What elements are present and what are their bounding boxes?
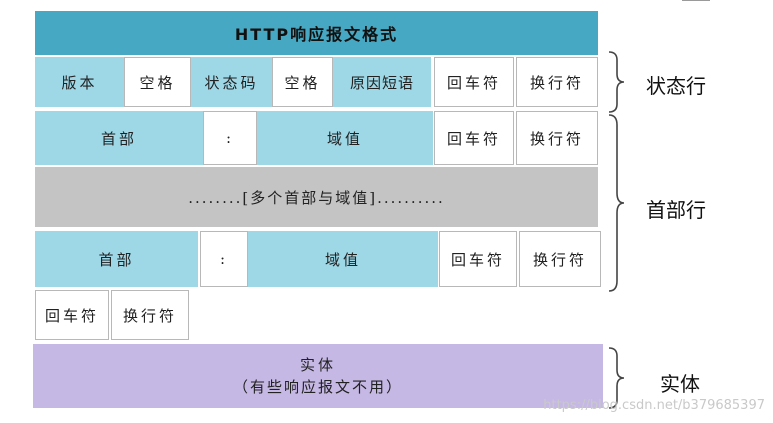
header-row-2-name: 首部 [35, 231, 198, 287]
entity-body: 实体 （有些响应报文不用） [33, 344, 603, 408]
header-row-1-value: 域值 [257, 111, 433, 165]
header-row-1-lf: 换行符 [516, 111, 598, 165]
brace-entity [608, 347, 625, 409]
header-lines-label: 首部行 [646, 198, 706, 222]
brace-status-line [608, 51, 625, 113]
entity-label: 实体 [660, 372, 700, 396]
status-cell-reason: 原因短语 [333, 57, 431, 107]
header-row-1-name: 首部 [35, 111, 203, 165]
diagram-title: HTTP响应报文格式 [35, 11, 598, 55]
entity-title: 实体 [299, 356, 336, 374]
top-edge-line [682, 0, 710, 1]
status-cell-status-code: 状态码 [191, 57, 272, 107]
status-cell-lf: 换行符 [516, 57, 598, 107]
status-cell-space-2: 空格 [272, 57, 333, 107]
entity-note: （有些响应报文不用） [232, 378, 403, 396]
status-line-label: 状态行 [646, 74, 706, 98]
status-cell-version: 版本 [35, 57, 124, 107]
header-row-2-lf: 换行符 [519, 231, 601, 287]
multiple-headers-row: ........[多个首部与域值].......... [35, 167, 598, 227]
brace-header-lines [608, 114, 625, 292]
blank-line-cr: 回车符 [35, 290, 109, 340]
header-row-2-cr: 回车符 [439, 231, 517, 287]
header-row-2-colon: : [200, 231, 248, 287]
status-cell-space-1: 空格 [124, 57, 191, 107]
blank-line-lf: 换行符 [111, 290, 189, 340]
header-row-2-value: 域值 [248, 231, 438, 287]
header-row-1-cr: 回车符 [434, 111, 514, 165]
status-cell-cr: 回车符 [434, 57, 514, 107]
watermark: https://blog.csdn.net/b379685397 [543, 398, 765, 413]
header-row-1-colon: : [203, 111, 257, 165]
